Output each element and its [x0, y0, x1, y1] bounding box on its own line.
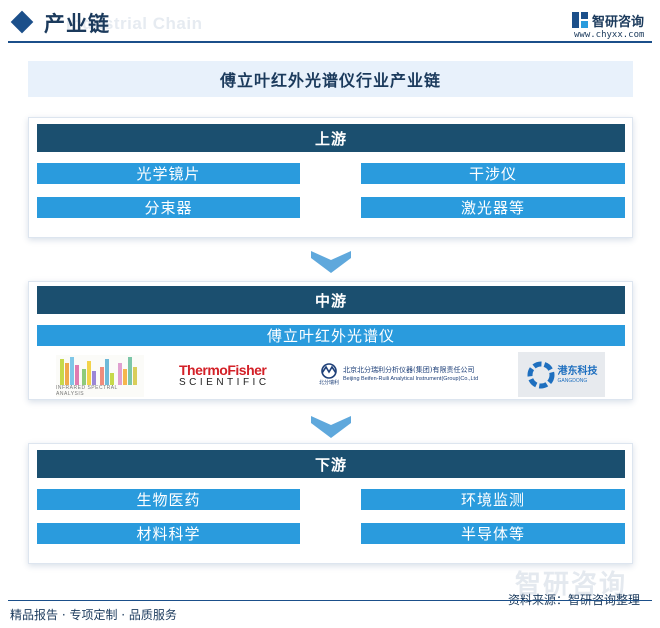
- company-3-en: Beijing Beifen-Ruili Analytical Instrume…: [343, 375, 479, 382]
- upstream-item: 光学镜片: [37, 163, 300, 184]
- company-3-short: 北分瑞利: [319, 379, 340, 386]
- downstream-item: 环境监测: [361, 489, 625, 510]
- downstream-panel: 下游 生物医药 环境监测 材料科学 半导体等: [28, 443, 633, 564]
- down-arrow-icon: [311, 416, 351, 438]
- diamond-icon: [10, 10, 34, 34]
- gangdong-ring-icon: [527, 361, 554, 388]
- brand-name: 智研咨询: [592, 14, 645, 30]
- gangdong-text: 港东科技 GANGDONG: [558, 366, 598, 384]
- footer-tagline: 精品报告 · 专项定制 · 品质服务: [10, 608, 177, 622]
- upstream-title: 上游: [314, 129, 347, 148]
- brand-logo: 智研咨询: [572, 10, 644, 30]
- upstream-item: 分束器: [37, 197, 300, 218]
- upstream-panel: 上游 光学镜片 干涉仪 分束器 激光器等: [28, 117, 633, 238]
- midstream-product: 傅立叶红外光谱仪: [37, 325, 625, 346]
- company-logo-gangdong: 港东科技 GANGDONG: [518, 352, 605, 397]
- company-1-label: INFRARED SPECTRAL ANALYSIS: [56, 385, 118, 397]
- page-header: Industrial Chain 产业链 智研咨询 www.chyxx.com: [0, 0, 660, 48]
- beifen-text: 北京北分瑞利分析仪器(集团)有限责任公司 Beijing Beifen-Ruil…: [343, 366, 478, 383]
- upstream-header: 上游: [37, 124, 625, 152]
- beifen-emblem-icon: [321, 362, 337, 379]
- midstream-panel: 中游 傅立叶红外光谱仪 INFRARED SPECTRAL ANALYSIS T…: [28, 281, 633, 400]
- spectrum-bars-icon: [60, 357, 137, 385]
- footer-watermark: 智研咨询: [515, 570, 628, 600]
- upstream-item: 干涉仪: [361, 163, 625, 184]
- downstream-item: 材料科学: [37, 523, 300, 544]
- company-3-name: 北京北分瑞利分析仪器(集团)有限责任公司: [343, 365, 475, 374]
- down-arrow-icon: [311, 251, 351, 273]
- company-2-sub: SCIENTIFIC: [179, 376, 270, 388]
- downstream-header: 下游: [37, 450, 625, 478]
- upstream-item: 激光器等: [361, 197, 625, 218]
- header-divider: [8, 41, 652, 43]
- company-4-en: GANGDONG: [557, 377, 588, 384]
- brand-mark-icon: [572, 12, 588, 28]
- brand-url: www.chyxx.com: [574, 30, 645, 40]
- downstream-title: 下游: [314, 455, 347, 474]
- downstream-item: 半导体等: [361, 523, 625, 544]
- chain-title: 傅立叶红外光谱仪行业产业链: [219, 71, 441, 90]
- company-logo-infrared: INFRARED SPECTRAL ANALYSIS: [56, 355, 144, 397]
- company-logo-thermofisher: ThermoFisher SCIENTIFIC: [179, 360, 291, 390]
- company-4-name: 港东科技: [557, 365, 598, 377]
- beifen-mark: 北分瑞利: [319, 362, 340, 386]
- midstream-header: 中游: [37, 286, 625, 314]
- midstream-title: 中游: [314, 291, 347, 310]
- chain-title-banner: 傅立叶红外光谱仪行业产业链: [28, 61, 633, 97]
- company-2-name: ThermoFisher: [179, 361, 267, 378]
- company-logo-beifen: 北分瑞利 北京北分瑞利分析仪器(集团)有限责任公司 Beijing Beifen…: [319, 358, 509, 390]
- page-title: 产业链: [44, 12, 110, 36]
- header-watermark-text: Industrial Chain: [66, 14, 203, 33]
- footer-divider: [8, 600, 652, 601]
- downstream-item: 生物医药: [37, 489, 300, 510]
